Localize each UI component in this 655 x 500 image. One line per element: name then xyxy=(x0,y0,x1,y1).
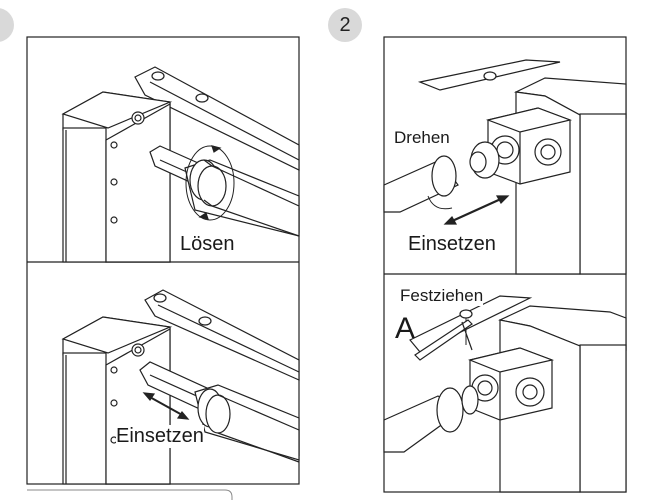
insert-label-step2: Einsetzen xyxy=(408,233,496,255)
step2-bottom-illustration xyxy=(383,295,627,493)
step2-number: 2 xyxy=(339,13,351,36)
step2-top-illustration xyxy=(383,59,627,275)
step1-top-illustration xyxy=(61,66,300,263)
loosen-label: Lösen xyxy=(180,233,235,255)
rotate-label: Drehen xyxy=(394,128,450,148)
step2-number-badge: 2 xyxy=(328,8,362,42)
tighten-label: Festziehen xyxy=(400,286,484,306)
next-panel-edge xyxy=(27,489,233,500)
step1-number-badge xyxy=(0,8,14,42)
part-a-label: A xyxy=(395,312,416,345)
insert-label-step1: Einsetzen xyxy=(116,425,204,448)
